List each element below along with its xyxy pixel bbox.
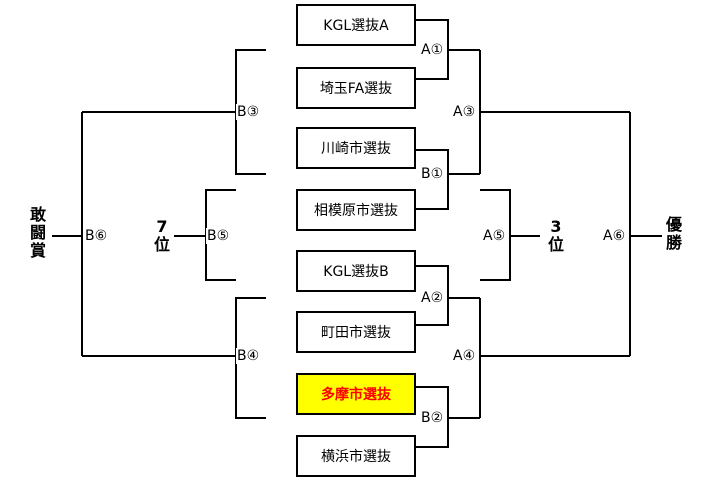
team-name: 多摩市選抜	[321, 387, 391, 403]
match-label-a3: A③	[452, 104, 477, 120]
match-label-b6: B⑥	[84, 228, 109, 244]
team-box-kawasaki: 川崎市選抜	[296, 127, 416, 169]
team-name: 町田市選抜	[321, 325, 391, 341]
match-label-a2: A②	[420, 290, 445, 306]
team-box-tama: 多摩市選抜	[296, 373, 416, 415]
match-label-a4: A④	[452, 348, 477, 364]
team-name: KGL選抜A	[323, 18, 389, 34]
team-box-kgl-b: KGL選抜B	[296, 250, 416, 292]
team-box-machida: 町田市選抜	[296, 311, 416, 353]
team-box-sagamihara: 相模原市選抜	[296, 189, 416, 231]
match-label-b5: B⑤	[206, 228, 231, 244]
placement-fighting-spirit: 敢 闘 賞	[28, 205, 48, 260]
team-name: 横浜市選抜	[321, 449, 391, 465]
match-label-a6: A⑥	[602, 228, 627, 244]
team-name: 相模原市選抜	[314, 203, 398, 219]
match-label-a5: A⑤	[482, 228, 507, 244]
placement-seventh: 7 位	[152, 217, 172, 254]
placement-third: 3 位	[546, 217, 566, 254]
team-box-kgl-a: KGL選抜A	[296, 4, 416, 46]
team-name: 川崎市選抜	[321, 141, 391, 157]
team-name: 埼玉FA選抜	[319, 81, 393, 97]
match-label-b3: B③	[236, 104, 261, 120]
match-label-b1: B①	[420, 166, 445, 182]
match-label-a1: A①	[420, 42, 445, 58]
team-box-saitama-fa: 埼玉FA選抜	[296, 67, 416, 109]
placement-champion: 優 勝	[664, 215, 684, 252]
match-label-b2: B②	[420, 410, 445, 426]
match-label-b4: B④	[236, 348, 261, 364]
team-box-yokohama: 横浜市選抜	[296, 435, 416, 477]
team-name: KGL選抜B	[323, 264, 389, 280]
